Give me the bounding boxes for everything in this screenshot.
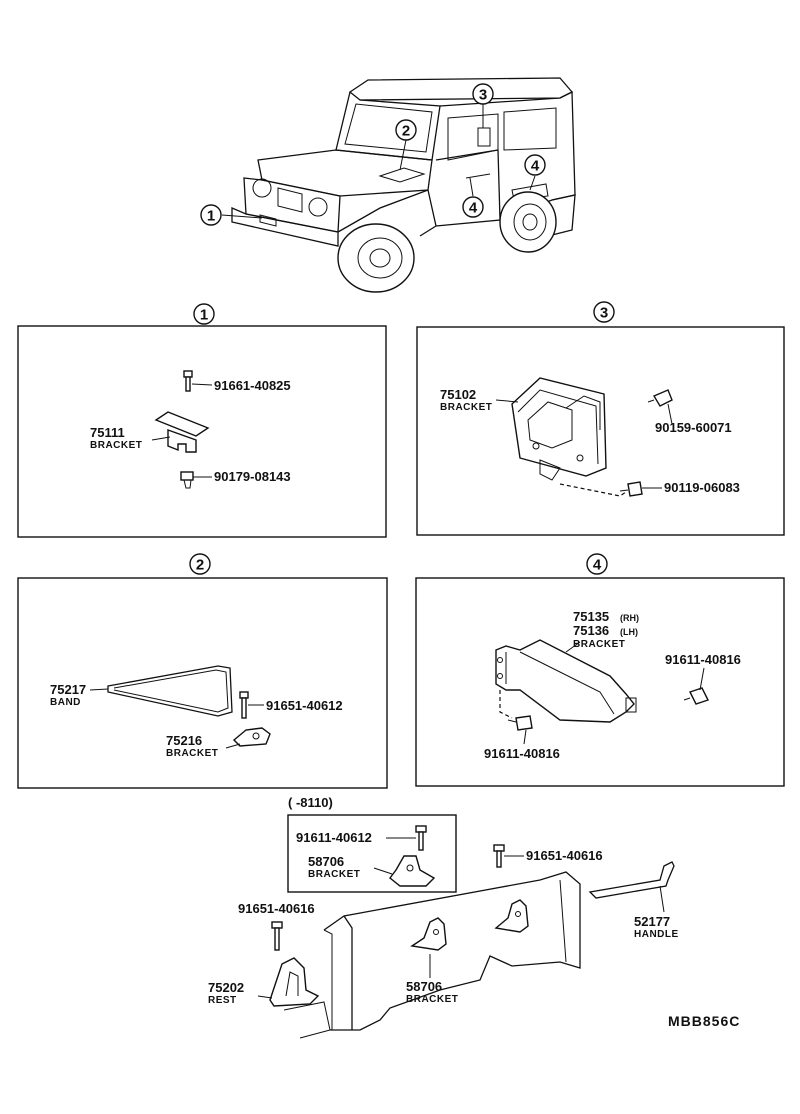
callout-4-fender: 4: [524, 154, 546, 176]
panel-2: 2 75217 BAND 91651-40612 75216 BRACKET: [17, 553, 388, 789]
bolt-icon: [683, 667, 709, 705]
part-number-91651-40612: 91651-40612: [266, 698, 343, 713]
part-number-52177: 52177: [634, 914, 670, 929]
part-number-91651-40616-top: 91651-40616: [526, 848, 603, 863]
nut-icon: [180, 471, 212, 489]
part-number-58706-panel: 58706: [406, 979, 442, 994]
part-suffix-lh: (LH): [620, 627, 638, 637]
rest-75202-icon: [257, 957, 320, 1007]
part-name-handle: HANDLE: [634, 929, 679, 940]
diagram-code: MBB856C: [668, 1013, 740, 1029]
clip-icon: [647, 389, 673, 425]
part-number-75136: 75136: [573, 623, 609, 638]
part-number-75217: 75217: [50, 682, 86, 697]
part-name-bracket: BRACKET: [406, 994, 458, 1005]
part-name-bracket: BRACKET: [308, 869, 360, 880]
bolt-icon: [239, 691, 264, 719]
dashed-leader: [559, 483, 627, 497]
bracket-75216-icon: [225, 727, 271, 749]
part-name-rest: REST: [208, 995, 237, 1006]
panel-1-number: 1: [200, 307, 208, 324]
part-name-bracket: BRACKET: [166, 748, 218, 759]
part-number-75111: 75111: [90, 425, 125, 440]
part-number-91661-40825: 91661-40825: [214, 378, 291, 393]
vehicle-illustration: [221, 77, 576, 293]
part-number-90159-60071: 90159-60071: [655, 420, 732, 435]
bolt-icon: [386, 825, 427, 851]
callout-3: 3: [472, 83, 494, 105]
part-number-91651-40616-left: 91651-40616: [238, 901, 315, 916]
part-number-75135: 75135: [573, 609, 609, 624]
panel-1-marker: [193, 303, 215, 325]
panel-4: 4 75135 (RH) 75136 (LH) BRACKET 91611-40…: [415, 553, 785, 787]
range-label: ( -8110): [288, 795, 333, 810]
part-number-75202: 75202: [208, 980, 244, 995]
part-name-band: BAND: [50, 697, 81, 708]
part-name-bracket: BRACKET: [573, 639, 625, 650]
bolt-icon: [183, 370, 213, 392]
part-number-90179-08143: 90179-08143: [214, 469, 291, 484]
panel-4-number: 4: [593, 557, 602, 574]
svg-text:4: 4: [531, 158, 540, 175]
band-75217-icon: [89, 665, 233, 717]
part-number-90119-06083: 90119-06083: [664, 480, 740, 495]
part-number-75216: 75216: [166, 733, 202, 748]
bolt-icon: [507, 715, 533, 745]
panel-3: 3 75102 BRACKET 90159-60071 901: [416, 301, 785, 536]
panel-3-marker: [593, 301, 615, 323]
handle-52177-icon: [588, 861, 675, 913]
panel-2-number: 2: [196, 557, 204, 574]
part-suffix-rh: (RH): [620, 613, 639, 623]
panel-4-marker: [586, 553, 608, 575]
callout-2: 2: [395, 119, 417, 141]
panel-2-marker: [189, 553, 211, 575]
bracket-75135-icon: [495, 639, 637, 723]
svg-text:1: 1: [207, 208, 215, 225]
bolt-icon: [493, 844, 524, 868]
bolt-icon: [271, 921, 283, 951]
part-number-91611-40612: 91611-40612: [296, 830, 372, 845]
part-number-91611-40816-lower: 91611-40816: [484, 746, 560, 761]
part-number-91611-40816-right: 91611-40816: [665, 652, 741, 667]
range-inset: [287, 814, 457, 893]
panel-1: 1 91661-40825 75111 BRACKET 90179-08143: [17, 303, 387, 538]
part-number-58706-inset: 58706: [308, 854, 344, 869]
screw-icon: [619, 481, 662, 497]
callout-1: 1: [200, 204, 222, 226]
bracket-75111-icon: [151, 411, 210, 453]
svg-text:4: 4: [469, 200, 478, 217]
bracket-58706-icon: [373, 855, 436, 887]
bracket-58706-icon: [410, 899, 529, 978]
part-name-bracket: BRACKET: [440, 402, 492, 413]
part-name-bracket: BRACKET: [90, 440, 142, 451]
panel-3-number: 3: [600, 305, 608, 322]
part-number-75102: 75102: [440, 387, 476, 402]
callout-4-door: 4: [462, 196, 484, 218]
bracket-75102-icon: [495, 377, 607, 481]
svg-text:2: 2: [402, 123, 410, 140]
bottom-assembly: ( -8110) 91611-40612 58706 BRACKET: [208, 795, 740, 1039]
dashed-leader: [499, 690, 513, 719]
svg-text:3: 3: [479, 87, 487, 104]
